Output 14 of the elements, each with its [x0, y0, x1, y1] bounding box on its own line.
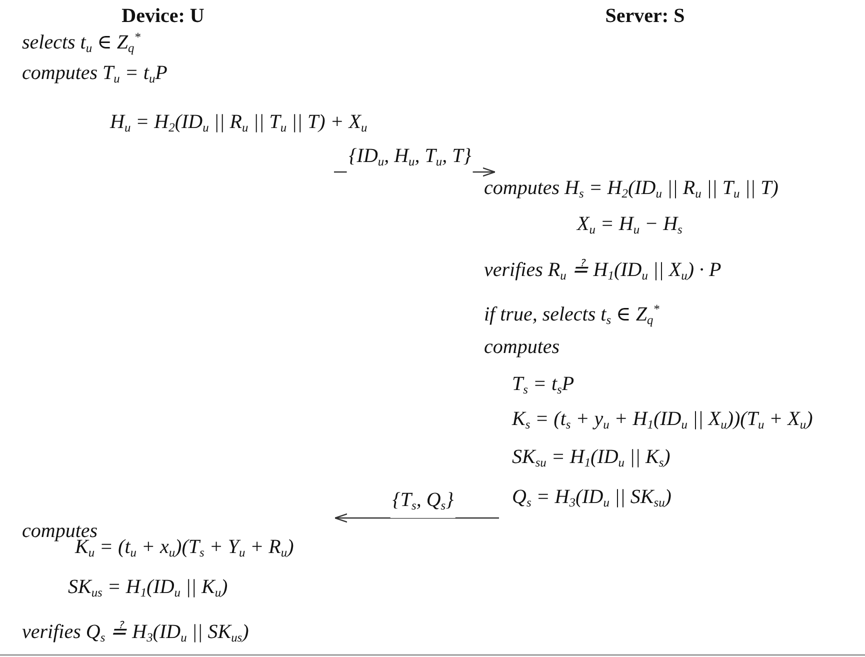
protocol-step-text: T$_{s}$ = t$_{s}$P [512, 372, 574, 399]
protocol-step-text: X$_{u}$ = H$_{u}$ − H$_{s}$ [577, 212, 682, 239]
column-heading: Device: U [122, 4, 204, 28]
protocol-step-text: H$_{u}$ = H$_{2}$(ID$_{u}$ || R$_{u}$ || T$_{u}$ || T) + X$_{u}$ [110, 110, 368, 137]
column-heading: Server: S [605, 4, 685, 28]
protocol-step-text: computes H$_{s}$ = H$_{2}$(ID$_{u}$ || R$_{u}$ || T$_{u}$ || T) [484, 176, 778, 203]
protocol-step-text: verifies Q$_{s}$ ≟ H$_{3}$(ID$_{u}$ || SK$_{us}$) [22, 620, 249, 647]
protocol-step-text: SK$_{su}$ = H$_{1}$(ID$_{u}$ || K$_{s}$) [512, 445, 670, 472]
protocol-step-text: Q$_{s}$ = H$_{3}$(ID$_{u}$ || SK$_{su}$) [512, 485, 672, 512]
protocol-step-text: SK$_{us}$ = H$_{1}$(ID$_{u}$ || K$_{u}$) [68, 575, 228, 602]
protocol-step-text: verifies R$_{u}$ ≟ H$_{1}$(ID$_{u}$ || X$_{u}$) · P [484, 258, 722, 285]
protocol-step-text: computes T$_{u}$ = t$_{u}$P [22, 61, 168, 88]
protocol-step-text: computes [484, 335, 560, 359]
protocol-step-text: K$_{s}$ = (t$_{s}$ + y$_{u}$ + H$_{1}$(ID$_{u}$ || X$_{u}$))(T$_{u}$ + X$_{u}$) [512, 407, 813, 434]
